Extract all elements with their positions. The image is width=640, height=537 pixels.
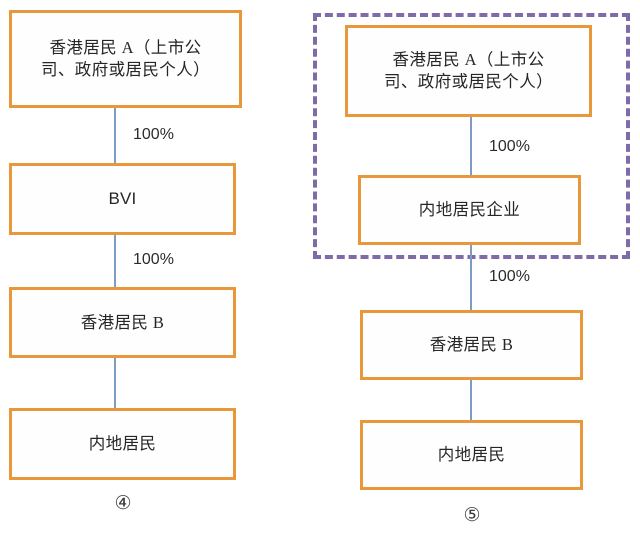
node-label: 香港居民 B xyxy=(429,335,514,355)
edge-label-left-2: 100% xyxy=(133,251,174,268)
node-label: 内地居民 xyxy=(88,434,157,454)
node-label: BVI xyxy=(108,188,137,208)
node-label: 香港居民 A（上市公 司、政府或居民个人） xyxy=(41,38,210,79)
node-label: 香港居民 B xyxy=(80,312,165,332)
node-hk-resident-b-right[interactable]: 香港居民 B xyxy=(360,310,583,380)
edge-label-right-1: 100% xyxy=(489,138,530,155)
figure-caption-4: ④ xyxy=(114,492,132,514)
node-mainland-resident-right[interactable]: 内地居民 xyxy=(360,420,583,490)
node-label: 内地居民企业 xyxy=(418,200,521,220)
connector-right-3 xyxy=(470,380,472,420)
edge-label-right-2: 100% xyxy=(489,268,530,285)
connector-left-1 xyxy=(114,108,116,163)
figure-caption-5: ⑤ xyxy=(463,504,481,526)
node-mainland-resident-left[interactable]: 内地居民 xyxy=(9,408,236,480)
node-label: 内地居民 xyxy=(437,445,506,465)
node-mainland-resident-enterprise[interactable]: 内地居民企业 xyxy=(358,175,581,245)
connector-right-1 xyxy=(470,117,472,175)
node-hk-resident-a-left[interactable]: 香港居民 A（上市公 司、政府或居民个人） xyxy=(9,10,242,108)
node-hk-resident-a-right[interactable]: 香港居民 A（上市公 司、政府或居民个人） xyxy=(345,25,592,117)
node-label: 香港居民 A（上市公 司、政府或居民个人） xyxy=(384,50,553,91)
node-hk-resident-b-left[interactable]: 香港居民 B xyxy=(9,287,236,358)
connector-right-2 xyxy=(470,245,472,310)
node-bvi[interactable]: BVI xyxy=(9,163,236,235)
connector-left-2 xyxy=(114,235,116,287)
connector-left-3 xyxy=(114,358,116,408)
edge-label-left-1: 100% xyxy=(133,126,174,143)
